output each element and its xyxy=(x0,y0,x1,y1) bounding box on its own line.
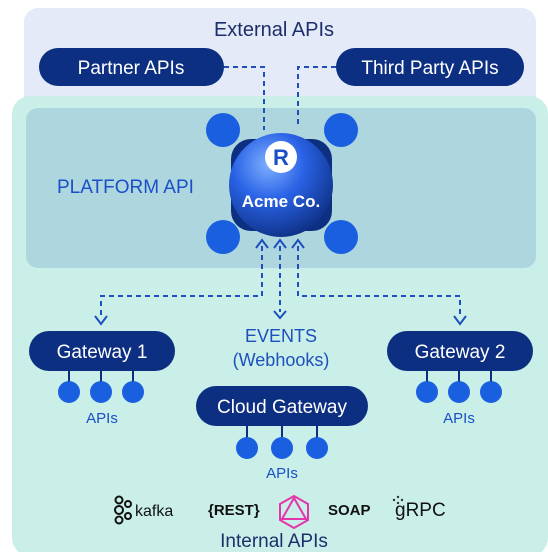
api-node xyxy=(122,381,144,403)
cloud-gateway-pill[interactable]: Cloud Gateway xyxy=(196,386,368,426)
gateway-2-apis-label: APIs xyxy=(443,410,475,427)
connector-thirdparty-to-hub xyxy=(297,66,336,128)
arrowhead-gateway1 xyxy=(94,315,108,326)
hub-node-bottom-right xyxy=(324,220,358,254)
api-node xyxy=(90,381,112,403)
gateway-2-pill[interactable]: Gateway 2 xyxy=(387,331,533,371)
api-node xyxy=(416,381,438,403)
third-party-apis-pill[interactable]: Third Party APIs xyxy=(336,48,524,86)
gateway-1-pill[interactable]: Gateway 1 xyxy=(29,331,175,371)
cloud-gateway-label: Cloud Gateway xyxy=(217,397,347,418)
protocols-row: kafka {REST} SOAP gRPC xyxy=(114,494,446,530)
arrowhead-up-right xyxy=(291,238,305,249)
partner-apis-label: Partner APIs xyxy=(78,58,185,79)
third-party-apis-label: Third Party APIs xyxy=(361,58,498,79)
platform-api-label: PLATFORM API xyxy=(57,177,194,198)
kafka-icon xyxy=(114,495,132,525)
connector-hub-to-gateway2 xyxy=(297,246,461,318)
arrowhead-up-left xyxy=(255,238,269,249)
arrowhead-events xyxy=(273,310,287,320)
arrowhead-gateway2 xyxy=(453,315,467,326)
connector-partner-to-hub xyxy=(224,66,265,130)
api-node xyxy=(58,381,80,403)
rest-label: {REST} xyxy=(208,502,260,519)
hub-core xyxy=(229,133,333,237)
arrowhead-up-center xyxy=(273,238,287,249)
api-node xyxy=(480,381,502,403)
gateway-2-apis: APIs xyxy=(416,371,502,427)
grpc-label: gRPC xyxy=(395,500,446,521)
gateway-1-apis: APIs xyxy=(58,371,144,427)
hub-node-top-left xyxy=(206,113,240,147)
soap-label: SOAP xyxy=(328,502,371,519)
cloud-gateway-apis-label: APIs xyxy=(266,465,298,482)
events-subtitle: (Webhooks) xyxy=(233,350,330,370)
hub-name: Acme Co. xyxy=(242,192,320,211)
kafka-label: kafka xyxy=(135,503,173,520)
cloud-gateway-apis: APIs xyxy=(236,426,328,482)
api-node xyxy=(306,437,328,459)
api-node xyxy=(448,381,470,403)
gateway-1-label: Gateway 1 xyxy=(57,342,148,363)
partner-apis-pill[interactable]: Partner APIs xyxy=(39,48,224,86)
events-title: EVENTS xyxy=(245,326,317,346)
internal-apis-title: Internal APIs xyxy=(220,531,328,552)
hub-node-bottom-left xyxy=(206,220,240,254)
hub-node-top-right xyxy=(324,113,358,147)
api-node xyxy=(271,437,293,459)
acme-logo-icon: R xyxy=(265,141,297,173)
external-apis-title: External APIs xyxy=(214,19,334,41)
svg-text:R: R xyxy=(273,145,289,170)
acme-hub[interactable]: R Acme Co. xyxy=(206,113,358,254)
gateway-1-apis-label: APIs xyxy=(86,410,118,427)
connector-hub-to-gateway1 xyxy=(100,246,263,318)
grpc-icon xyxy=(392,495,404,505)
gateway-2-label: Gateway 2 xyxy=(415,342,506,363)
graphql-icon xyxy=(279,494,309,530)
api-node xyxy=(236,437,258,459)
